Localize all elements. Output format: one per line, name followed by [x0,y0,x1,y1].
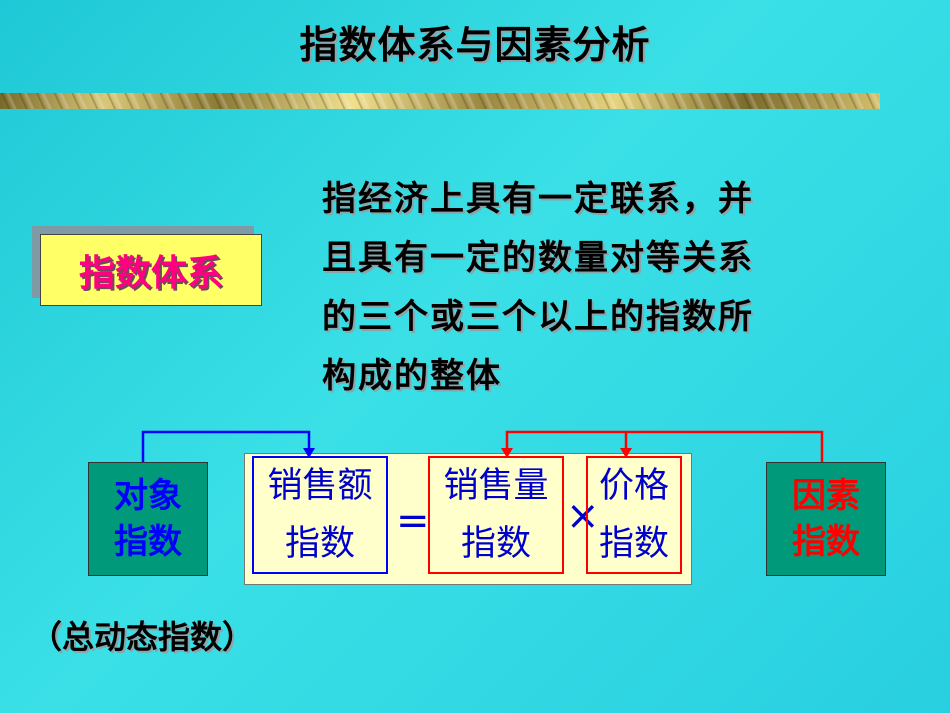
factor-index-line1: 因素 [792,476,860,516]
object-index-box: 对象 指数 [88,462,208,576]
sales-amount-index-label: 指数 [284,524,355,564]
gold-divider-bar [0,93,880,109]
formula-panel [244,453,692,585]
multiply-sign: × [566,493,600,539]
equals-sign: = [396,498,430,544]
definition-line: 指经济上具有一定联系，并 [322,179,754,219]
footnote: （总动态指数） [30,618,255,656]
price-index-label: 指数 [598,524,669,564]
sales-volume-index-box: 销售量 指数 [428,456,564,574]
factor-index-line2: 指数 [792,522,860,562]
object-index-line2: 指数 [114,522,182,562]
factor-index-box: 因素 指数 [766,462,886,576]
price-label: 价格 [598,466,669,506]
definition-text: 指经济上具有一定联系，并 且具有一定的数量对等关系 的三个或三个以上的指数所 构… [322,170,902,406]
definition-line: 且具有一定的数量对等关系 [322,238,754,278]
definition-line: 的三个或三个以上的指数所 [322,297,754,337]
sales-volume-label: 销售量 [443,466,549,506]
concept-label-box: 指数体系 [40,234,262,306]
sales-amount-index-box: 销售额 指数 [252,456,388,574]
gold-divider-texture [0,93,880,109]
object-index-line1: 对象 [114,476,182,516]
price-index-box: 价格 指数 [586,456,682,574]
slide-title: 指数体系与因素分析 [299,23,651,67]
sales-volume-index-label: 指数 [460,524,531,564]
sales-amount-label: 销售额 [267,466,373,506]
definition-line: 构成的整体 [322,356,502,396]
concept-label: 指数体系 [78,253,223,294]
